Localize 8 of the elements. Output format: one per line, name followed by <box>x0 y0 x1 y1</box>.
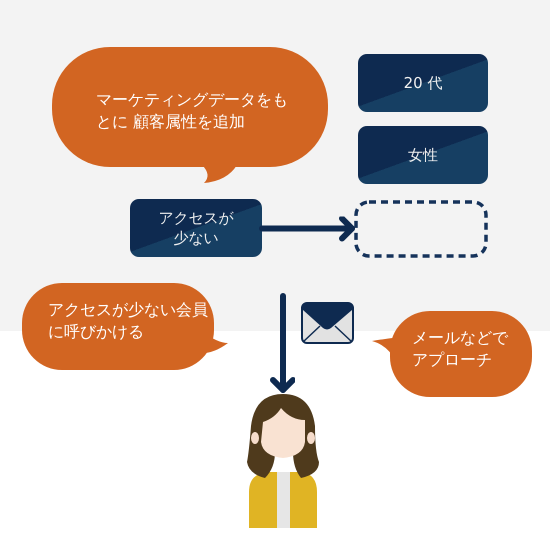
bubble-text: メールなどでアプローチ <box>412 327 510 371</box>
bubble-text: アクセスが少ない会員に呼びかける <box>48 299 209 343</box>
arrow <box>259 216 355 242</box>
attribute-box: 女性 <box>358 126 488 184</box>
bubble-text: マーケティングデータをもとに 顧客属性を追加 <box>96 89 289 133</box>
arrow <box>270 293 296 393</box>
attribute-box: アクセスが少ない <box>130 199 262 257</box>
attribute-box: 20 代 <box>358 54 488 112</box>
